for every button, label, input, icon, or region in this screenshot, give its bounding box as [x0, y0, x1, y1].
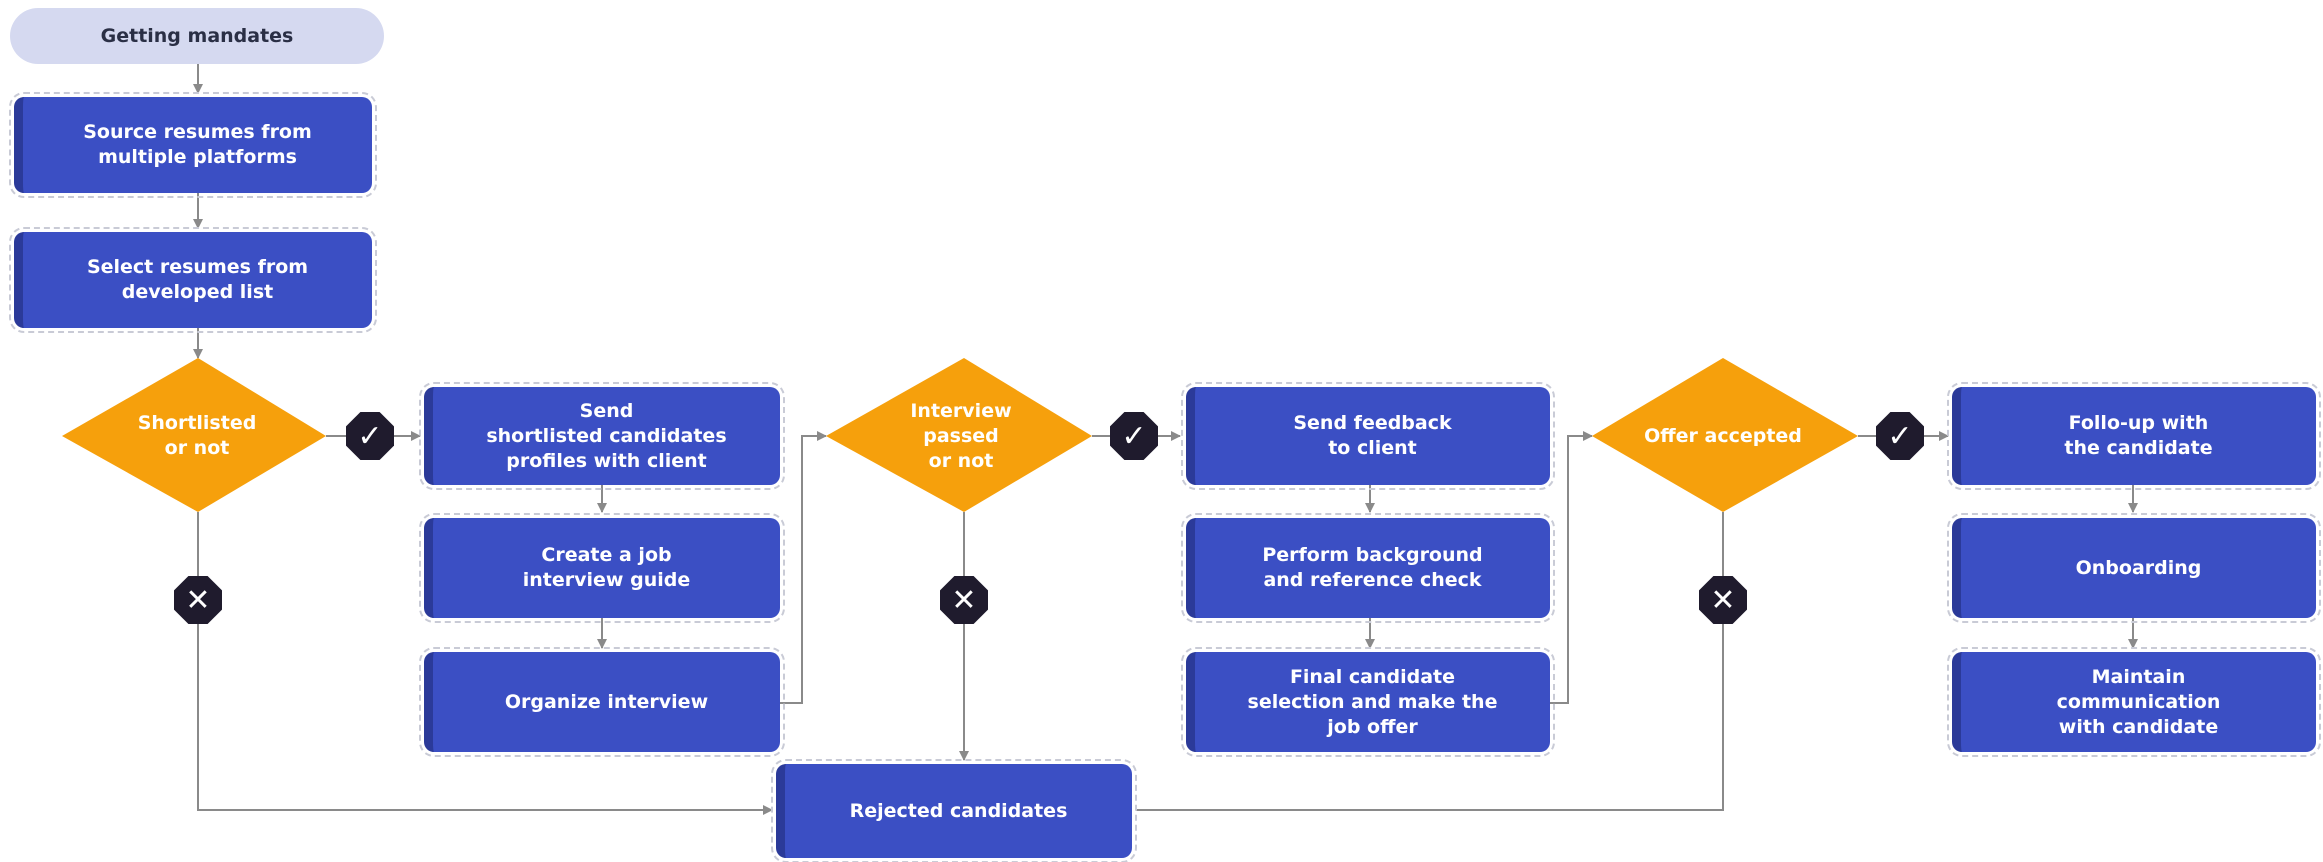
cross-icon: ✕ — [1699, 576, 1747, 624]
cross-icon: ✕ — [940, 576, 988, 624]
connector-organize-to-interview — [778, 431, 827, 704]
check-icon: ✓ — [1876, 412, 1924, 460]
step-create-guide: Create a job interview guide — [419, 513, 785, 623]
decision-label-interview: Interview passed or not — [910, 399, 1012, 472]
step-onboarding: Onboarding — [1947, 513, 2321, 623]
decision-diamond-interview — [826, 358, 1092, 512]
cross-icon: ✕ — [174, 576, 222, 624]
step-send-profiles: Send shortlisted candidates profiles wit… — [419, 382, 785, 490]
decision-label-offer: Offer accepted — [1644, 424, 1802, 447]
step-send-feedback: Send feedback to client — [1181, 382, 1555, 490]
step-organize-interview: Organize interview — [419, 647, 785, 757]
start-node: Getting mandates — [10, 8, 384, 64]
step-source-resumes: Source resumes from multiple platforms — [9, 92, 377, 198]
connector-final-to-offer — [1548, 431, 1593, 704]
decision-label-shortlisted: Shortlisted or not — [137, 412, 257, 459]
step-rejected-candidates: Rejected candidates — [771, 759, 1137, 862]
step-select-resumes: Select resumes from developed list — [9, 227, 377, 333]
step-final-selection: Final candidate selection and make the j… — [1181, 647, 1555, 757]
step-follow-up: Follo-up with the candidate — [1947, 382, 2321, 490]
check-icon: ✓ — [1110, 412, 1158, 460]
check-icon: ✓ — [346, 412, 394, 460]
step-maintain-communication: Maintain communication with candidate — [1947, 647, 2321, 757]
step-background-check: Perform background and reference check — [1181, 513, 1555, 623]
decision-diamond-shortlisted — [62, 358, 326, 512]
decision-diamond-offer — [1592, 358, 1858, 512]
